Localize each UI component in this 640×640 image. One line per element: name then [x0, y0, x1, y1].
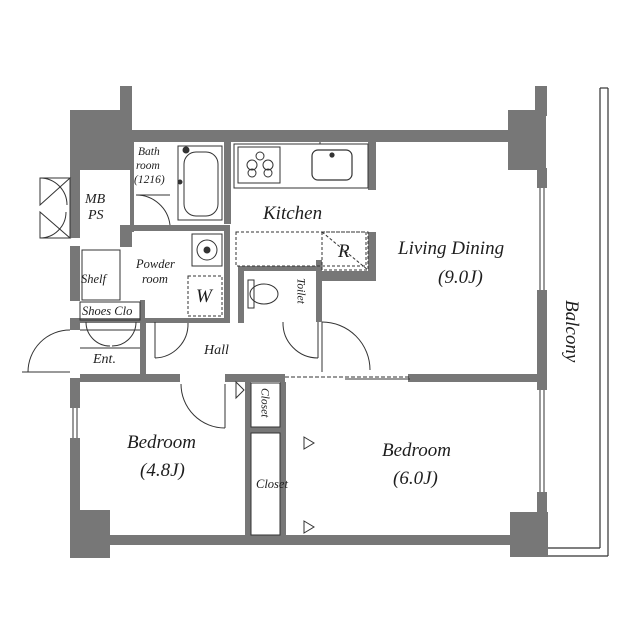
refrigerator-label: R	[338, 241, 350, 262]
bath-label-line2: room	[136, 160, 160, 172]
wash-basin	[191, 233, 223, 267]
doors	[22, 177, 371, 534]
stove	[237, 146, 281, 184]
living-dining-label: Living Dining	[398, 238, 505, 259]
hall-label: Hall	[204, 343, 229, 358]
closet-large-label: Closet	[256, 477, 288, 491]
bath-label-line1: Bath	[138, 146, 160, 158]
closet-small-label: Closet	[258, 388, 271, 418]
toilet-bowl	[247, 279, 279, 309]
balcony-label: Balcony	[560, 300, 582, 363]
kitchen-label: Kitchen	[263, 203, 323, 224]
entrance-walls	[70, 318, 80, 330]
bedroom-right-label: Bedroom	[382, 440, 451, 461]
bathtub	[177, 145, 223, 221]
shoes-closet-label: Shoes Clo	[82, 304, 133, 318]
bedroom-left-label: Bedroom	[127, 432, 196, 453]
powder-label-line1: Powder	[136, 257, 175, 271]
bedroom-right-size: (6.0J)	[393, 468, 438, 489]
living-dining-size: (9.0J)	[438, 267, 483, 288]
interior-walls	[80, 142, 540, 537]
powder-label-line2: room	[142, 272, 168, 286]
ps-label: PS	[88, 208, 104, 223]
toilet-label: Toilet	[294, 278, 307, 304]
bath-label-line3: (1216)	[134, 174, 165, 186]
thin-lines	[72, 87, 609, 557]
bedroom-left-size: (4.8J)	[140, 460, 185, 481]
entrance-label: Ent.	[93, 352, 116, 367]
mb-label: MB	[85, 192, 106, 207]
kitchen-sink	[311, 149, 353, 181]
exterior-walls	[70, 86, 548, 558]
shelf-label: Shelf	[81, 272, 106, 286]
washer-label: W	[196, 286, 212, 307]
